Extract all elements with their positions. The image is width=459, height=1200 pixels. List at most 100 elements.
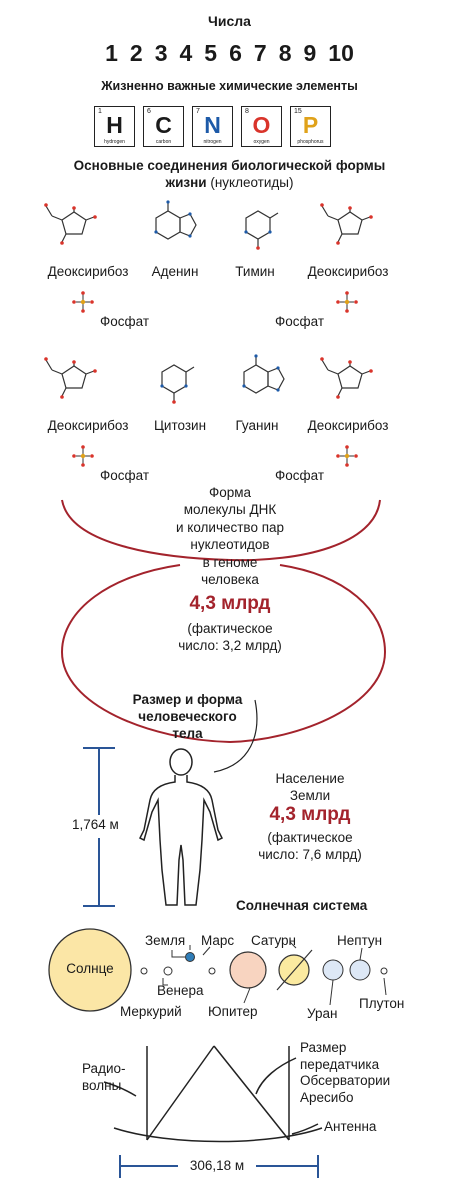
element-symbol: H bbox=[106, 112, 123, 138]
element-name: carbon bbox=[155, 139, 172, 145]
size-line: Аресибо bbox=[300, 1089, 354, 1105]
uranus-label: Уран bbox=[307, 1006, 338, 1021]
phosphate-molecule bbox=[71, 290, 95, 314]
label-deoxyribose-3: Деоксирибоз bbox=[47, 418, 129, 433]
compounds-title-line1: Основные соединения биологической формы bbox=[73, 158, 386, 173]
dna-line: Форма bbox=[208, 485, 252, 500]
compounds-title-paren: (нуклеотиды) bbox=[210, 175, 294, 190]
pluto-label: Плутон bbox=[359, 996, 405, 1011]
element-number: 7 bbox=[196, 108, 200, 115]
element-oxygen: 8 O oxygen bbox=[241, 106, 282, 147]
element-symbol: C bbox=[155, 112, 172, 138]
number-9: 9 bbox=[303, 40, 317, 66]
dna-actual: (фактическое число: 3,2 млрд) bbox=[120, 620, 340, 654]
label-adenine: Аденин bbox=[151, 264, 199, 279]
mars-label: Марс bbox=[201, 933, 235, 948]
element-name: nitrogen bbox=[203, 139, 222, 145]
population-line1: Население bbox=[275, 771, 345, 786]
element-number: 1 bbox=[98, 108, 102, 115]
jupiter-label: Юпитер bbox=[208, 1004, 258, 1019]
label-guanine: Гуанин bbox=[235, 418, 279, 433]
element-symbol: O bbox=[252, 112, 271, 138]
element-phosphorus: 15 P phosphorus bbox=[290, 106, 331, 147]
population-label: Население Земли bbox=[245, 770, 375, 804]
thymine-molecule bbox=[243, 210, 279, 251]
deoxyribose-molecule bbox=[319, 356, 374, 400]
label-phosphate-1: Фосфат bbox=[100, 314, 150, 329]
uranus-circle bbox=[322, 959, 344, 981]
earth-label: Земля bbox=[145, 933, 186, 948]
solar-title: Солнечная система bbox=[236, 898, 368, 913]
element-number: 6 bbox=[147, 108, 151, 115]
phosphate-molecule bbox=[335, 444, 359, 468]
number-4: 4 bbox=[179, 40, 193, 66]
jupiter-circle bbox=[229, 951, 267, 989]
population-line2: Земли bbox=[289, 788, 331, 803]
dna-line: нуклеотидов bbox=[190, 537, 270, 553]
radio-waves-label: Радио- волны bbox=[82, 1060, 126, 1094]
cytosine-molecule bbox=[159, 364, 195, 405]
radio-line1: Радио- bbox=[82, 1061, 126, 1076]
element-number: 15 bbox=[294, 108, 302, 115]
neptune-circle bbox=[349, 959, 371, 981]
element-number: 8 bbox=[245, 108, 249, 115]
deoxyribose-molecule bbox=[43, 356, 98, 400]
label-deoxyribose-2: Деоксирибоз bbox=[307, 264, 389, 279]
sun-label: Солнце bbox=[66, 961, 114, 976]
number-10: 10 bbox=[328, 40, 354, 66]
guanine-molecule bbox=[241, 353, 285, 394]
phosphate-molecule bbox=[335, 290, 359, 314]
population-actual-line1: (фактическое bbox=[267, 830, 353, 845]
human-title-line2: человеческого bbox=[138, 709, 237, 724]
dna-value: 4,3 млрд bbox=[189, 593, 271, 614]
height-ruler bbox=[83, 747, 115, 907]
arecibo-antenna bbox=[103, 1045, 323, 1143]
mars-circle bbox=[208, 967, 216, 975]
human-title: Размер и форма человеческого тела bbox=[100, 691, 275, 742]
element-name: oxygen bbox=[253, 139, 270, 145]
label-cytosine: Цитозин bbox=[153, 418, 207, 433]
mercury-label: Меркурий bbox=[120, 1004, 182, 1019]
human-title-line3: тела bbox=[172, 726, 203, 741]
number-7: 7 bbox=[253, 40, 267, 66]
compounds-title-bold: жизни bbox=[165, 175, 207, 190]
dna-line: молекулы ДНК bbox=[183, 502, 277, 518]
number-2: 2 bbox=[129, 40, 143, 66]
transmitter-size-label: Размер передатчика Обсерватории Аресибо bbox=[300, 1040, 390, 1106]
population-actual: (фактическое число: 7,6 млрд) bbox=[240, 829, 380, 863]
deoxyribose-molecule bbox=[43, 202, 98, 246]
element-symbol: P bbox=[302, 112, 319, 138]
human-height-label: 1,764 м bbox=[72, 817, 119, 832]
elements-title: Жизненно важные химические элементы bbox=[101, 79, 358, 93]
callout-line bbox=[213, 699, 258, 773]
dna-line: и количество пар bbox=[175, 519, 285, 535]
label-phosphate-4: Фосфат bbox=[275, 468, 325, 483]
mercury-circle bbox=[140, 967, 148, 975]
element-carbon: 6 C carbon bbox=[143, 106, 184, 147]
adenine-molecule bbox=[153, 199, 197, 240]
label-deoxyribose-1: Деоксирибоз bbox=[47, 264, 129, 279]
label-phosphate-3: Фосфат bbox=[100, 468, 150, 483]
radio-line2: волны bbox=[82, 1078, 122, 1093]
solar-leader-lines bbox=[162, 941, 387, 1006]
number-6: 6 bbox=[229, 40, 242, 66]
population-actual-line2: число: 7,6 млрд) bbox=[258, 847, 362, 862]
label-thymine: Тимин bbox=[235, 264, 275, 279]
size-line: Обсерватории bbox=[300, 1073, 391, 1088]
venus-circle bbox=[163, 966, 173, 976]
dna-line: в геноме bbox=[202, 554, 258, 570]
antenna-label: Антенна bbox=[324, 1119, 377, 1134]
human-title-line1: Размер и форма bbox=[132, 692, 243, 707]
deoxyribose-molecule bbox=[319, 202, 374, 246]
compounds-title-line2: жизни (нуклеотиды) bbox=[0, 175, 459, 190]
label-phosphate-2: Фосфат bbox=[275, 314, 325, 329]
element-name: hydrogen bbox=[104, 139, 125, 145]
earth-circle bbox=[185, 952, 195, 962]
neptune-label: Нептун bbox=[337, 933, 383, 948]
solar-system bbox=[48, 928, 388, 1012]
dna-description: Форма молекулы ДНК и количество пар нукл… bbox=[130, 484, 330, 588]
element-name: phosphorus bbox=[297, 139, 324, 145]
number-5: 5 bbox=[204, 40, 218, 66]
